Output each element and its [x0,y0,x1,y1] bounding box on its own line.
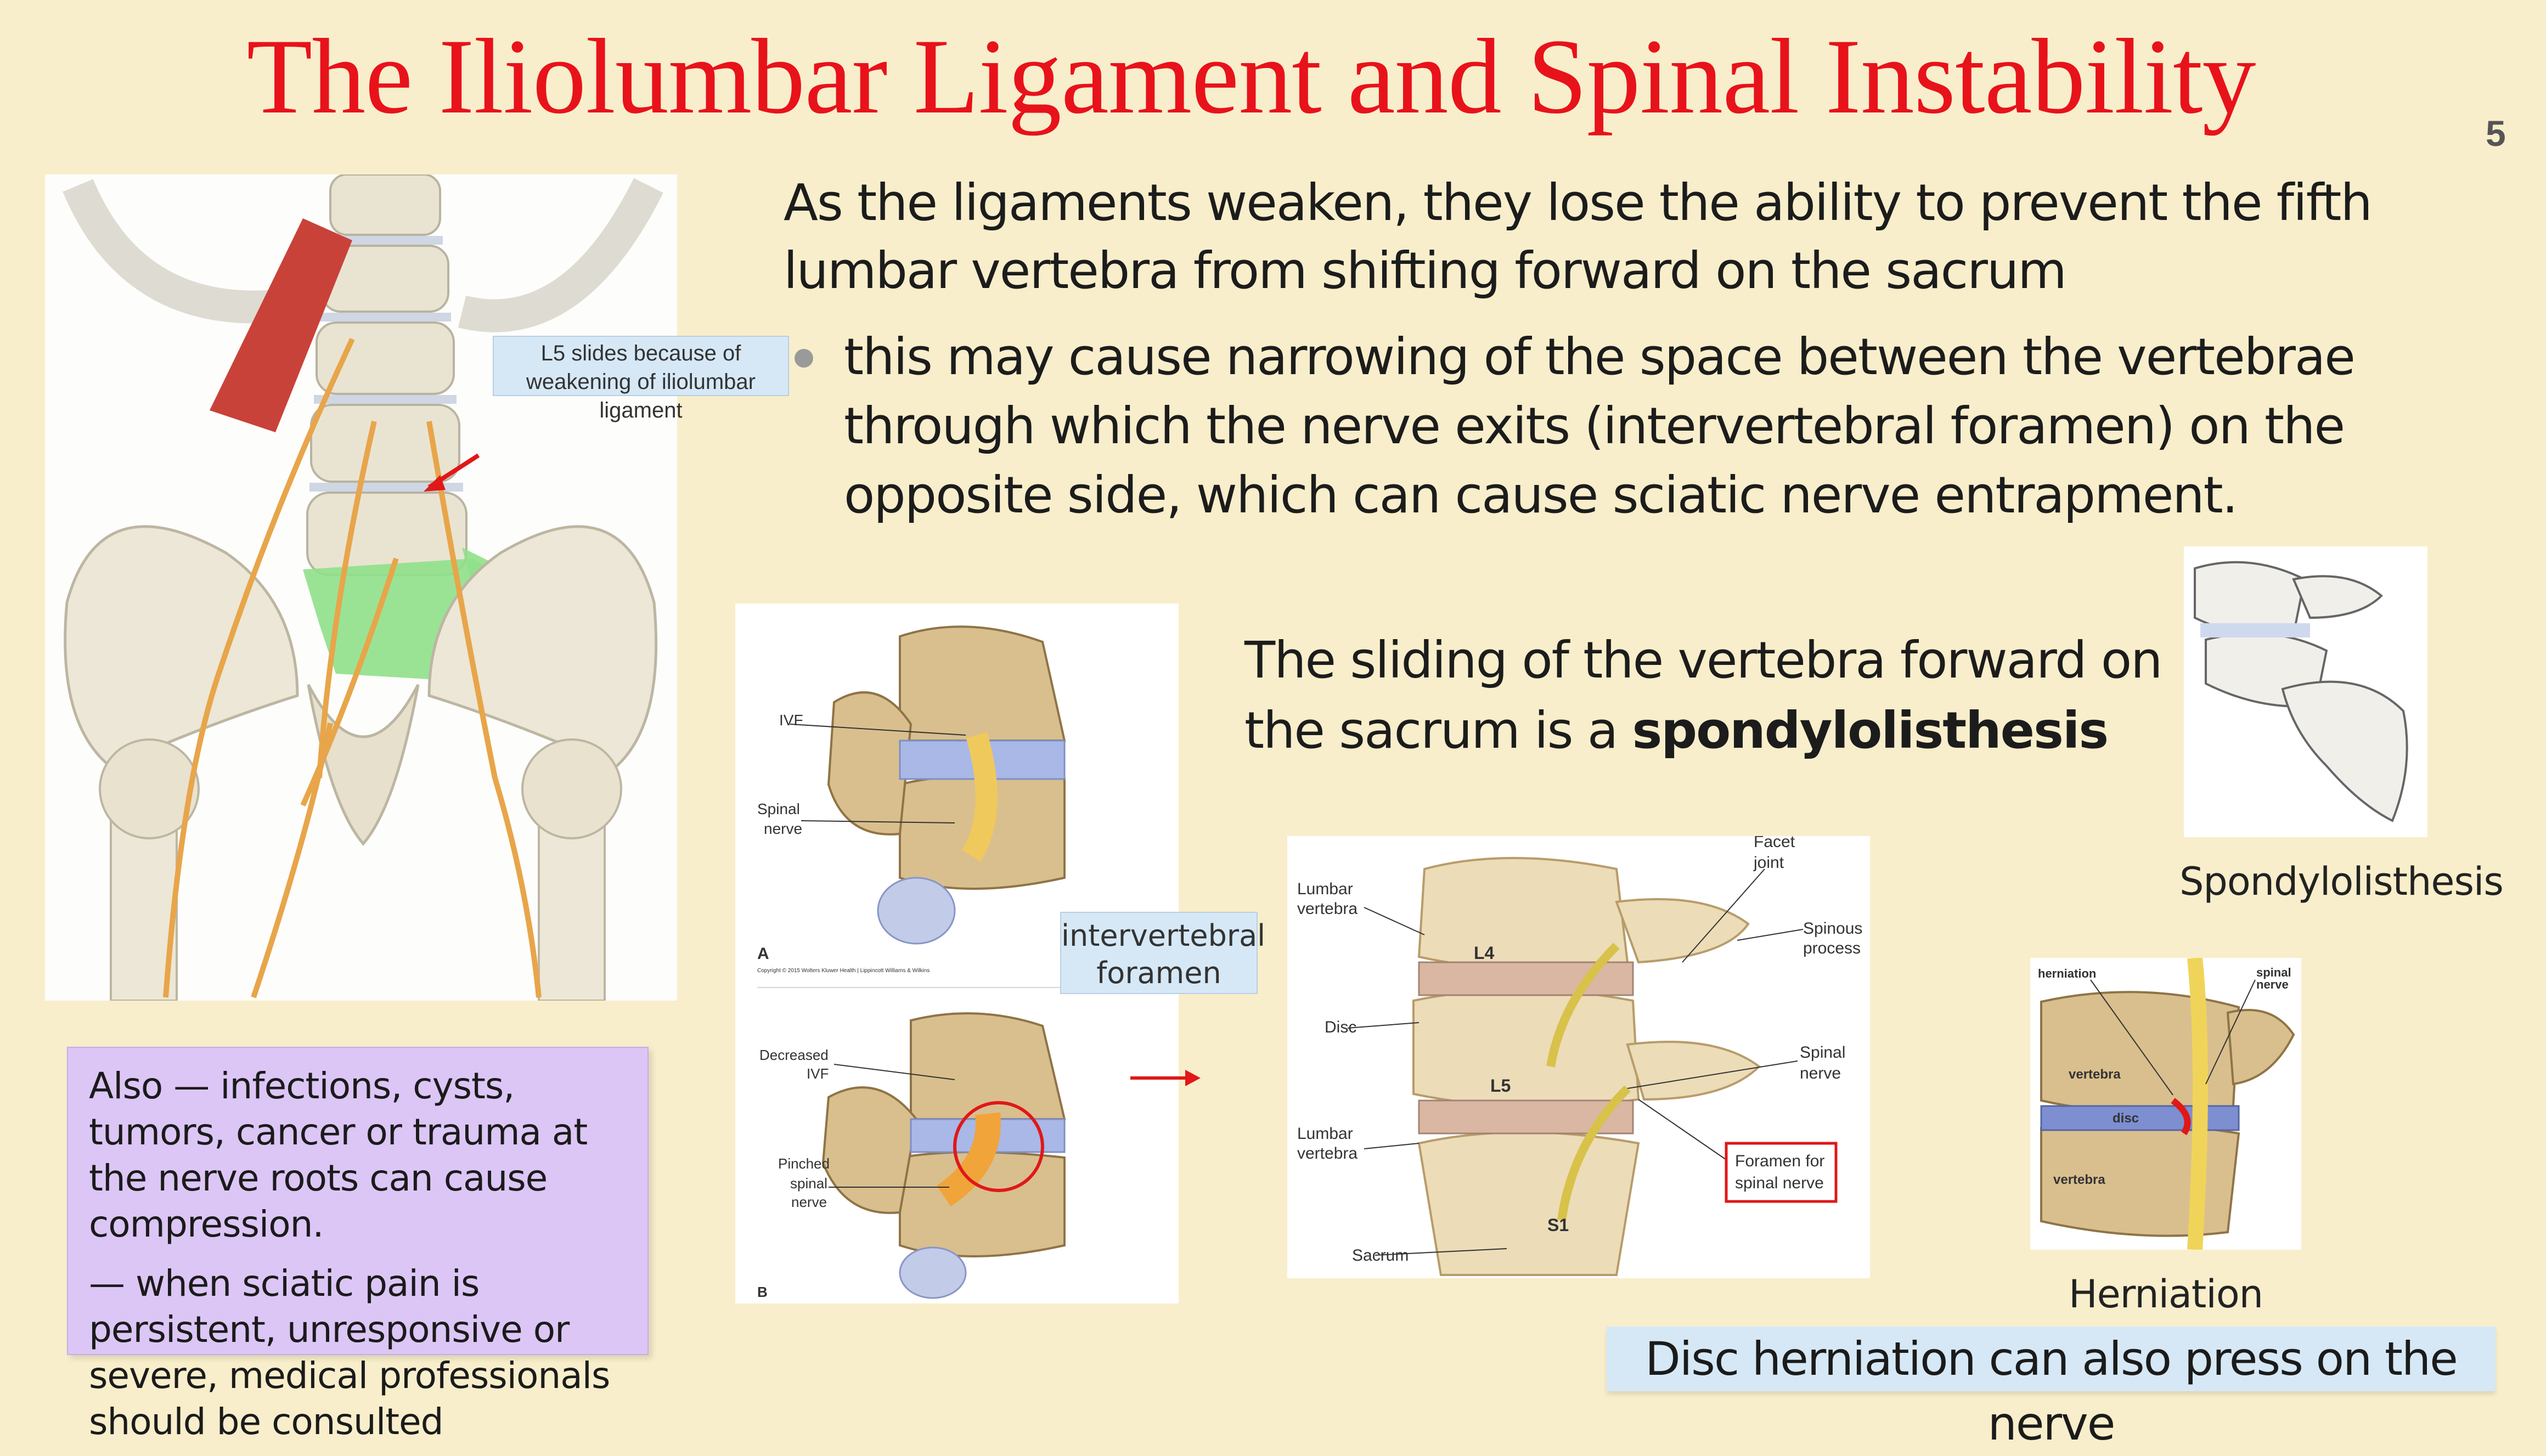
l5-callout: L5 slides because of weakening of iliolu… [493,336,789,422]
copyright-label: Copyright © 2015 Wolters Kluwer Health |… [757,968,930,974]
herniation-disc-label: disc [2113,1111,2139,1126]
panel-a-label: A [757,945,769,963]
spondylolisthesis-caption: Spondylolisthesis [2179,859,2504,904]
warning-line-1: Also — infections, cysts, tumors, cancer… [89,1065,588,1245]
warning-line-2: — when sciatic pain is persistent, unres… [89,1262,610,1443]
ivf-label: IVF [779,712,803,729]
page-title: The Iliolumbar Ligament and Spinal Insta… [246,17,2256,136]
pelvis-illustration [63,174,663,1001]
spondylolisthesis-illustration [2194,561,2408,822]
lumbar-vertebra-top-label-1: Lumbar [1297,880,1353,898]
foramen-label-1: Foramen for [1735,1152,1824,1170]
herniation-label: herniation [2038,967,2096,980]
facet-label-1: Facet [1754,836,1795,851]
lumbar-vertebra-bottom-label-1: Lumbar [1297,1125,1353,1143]
disc-label: Disc [1325,1018,1356,1036]
herniation-illustration: herniation spinal nerve vertebra disc ve… [2038,958,2295,1250]
lumbar-illustration: Lumbar vertebra Facet joint L4 Spinous p… [1297,836,1862,1276]
lumbar-vertebra-bottom-label-2: vertebra [1297,1144,1358,1162]
pinched-label-1: Pinched [778,1155,830,1172]
intro-paragraph: As the ligaments weaken, they lose the a… [784,173,2373,300]
pointer-arrow [1130,1070,1201,1086]
lumbar-spinal-nerve-label-1: Spinal [1800,1043,1845,1062]
spondylolisthesis-figure [2184,546,2427,837]
spondylolisthesis-paragraph: The sliding of the vertebra forward on t… [1244,625,2199,766]
foramen-label-2: spinal nerve [1735,1174,1824,1192]
l4-label: L4 [1474,943,1495,963]
spinous-label-1: Spinous [1803,919,1862,938]
herniation-spinal-nerve-label-1: spinal [2256,966,2291,979]
pinched-label-2: spinal [790,1175,827,1192]
spinous-label-2: process [1803,939,1861,957]
l5-label: L5 [1490,1076,1511,1096]
herniation-figure: herniation spinal nerve vertebra disc ve… [2030,958,2301,1250]
herniation-vertebra-bottom-label: vertebra [2053,1172,2105,1187]
foramen-paragraph: this may cause narrowing of the space be… [844,328,2356,524]
lumbar-spinal-nerve-label-2: nerve [1800,1064,1841,1082]
page-number: 5 [2486,113,2506,154]
herniation-note: Disc herniation can also press on the ne… [1607,1327,2496,1451]
lumbar-vertebra-top-label-2: vertebra [1297,900,1358,918]
herniation-vertebra-top-label: vertebra [2069,1067,2121,1082]
decreased-label-1: Decreased [759,1047,829,1063]
spinal-nerve-label-2: nerve [764,820,802,837]
spinal-nerve-label-1: Spinal [757,800,800,817]
spondylolisthesis-term: spondylolisthesis [1632,701,2109,760]
bullet-dot [795,349,813,368]
pelvis-anatomy-figure [45,174,677,1001]
sacrum-label: Sacrum [1352,1246,1409,1265]
panel-b-label: B [757,1284,768,1300]
ivf-callout: intervertebral foramen [1060,912,1265,994]
herniation-caption: Herniation [2068,1272,2263,1317]
ivf-figure: IVF Spinal nerve A Copyright © 2015 Wolt… [735,603,1179,1303]
warning-box: Also — infections, cysts, tumors, cancer… [67,1047,649,1443]
spondylolisthesis-prefix: The sliding of the vertebra forward on t… [1244,631,2162,760]
ivf-illustration: IVF Spinal nerve A Copyright © 2015 Wolt… [757,625,1174,1300]
s1-label: S1 [1547,1215,1569,1235]
lumbar-figure: Lumbar vertebra Facet joint L4 Spinous p… [1287,836,1870,1278]
herniation-spinal-nerve-label-2: nerve [2256,978,2289,991]
decreased-label-2: IVF [807,1065,829,1082]
facet-label-2: joint [1753,854,1784,872]
pinched-label-3: nerve [791,1194,827,1210]
